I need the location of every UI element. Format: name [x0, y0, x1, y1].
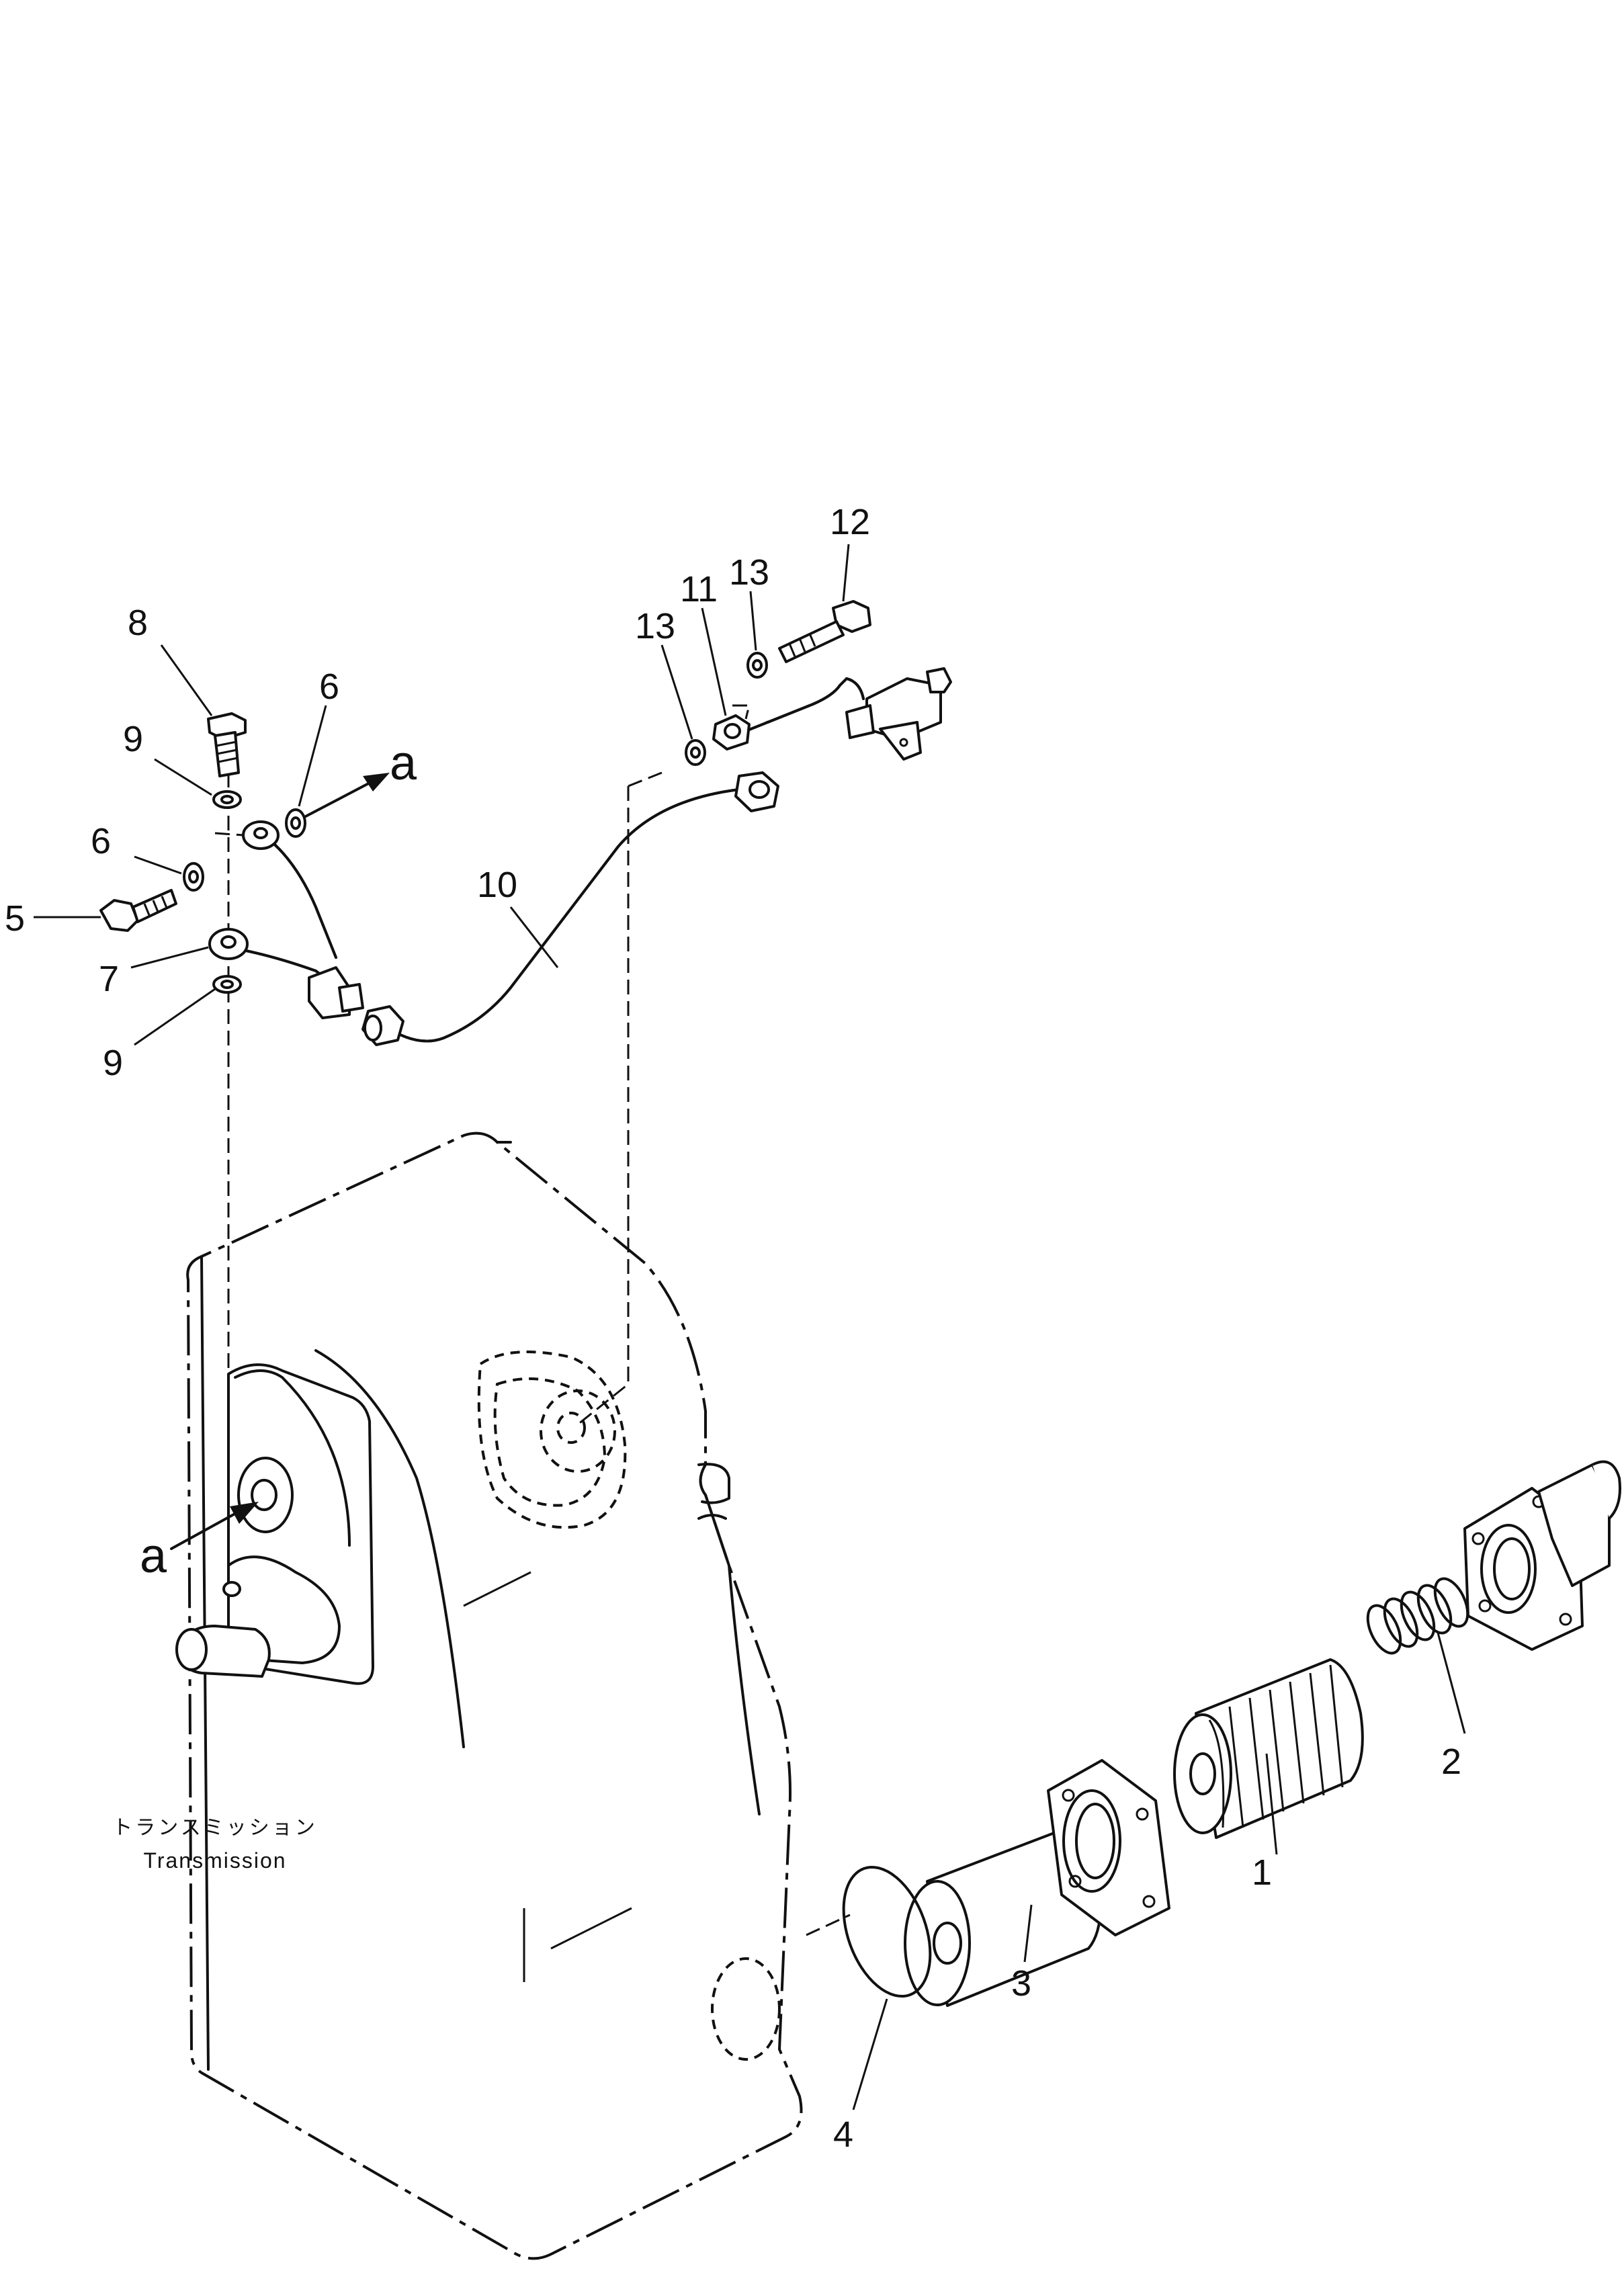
transmission-caption: トランスミッション Transmission [112, 1817, 317, 1873]
callout-1: 1 [1252, 1852, 1272, 1893]
hose-10 [361, 771, 779, 1046]
callout-3: 3 [1011, 1963, 1031, 2004]
callout-13-upper: 13 [729, 552, 769, 593]
callout-8: 8 [128, 603, 148, 643]
callout-11: 11 [680, 569, 718, 609]
callout-6-left: 6 [91, 821, 111, 861]
caption-japanese: トランスミッション [112, 1817, 317, 1839]
callout-12: 12 [830, 502, 870, 542]
callout-9-upper: 9 [123, 719, 143, 759]
callout-2: 2 [1441, 1742, 1461, 1782]
hardware [99, 600, 871, 994]
callout-6-right: 6 [319, 667, 339, 707]
callout-10: 10 [477, 865, 517, 905]
callouts: 1 2 3 4 5 6 6 7 8 9 9 10 11 12 13 13 a a [5, 502, 1461, 2155]
pipe-assembly [208, 820, 364, 1019]
arrow-label-a-top: a [390, 736, 417, 790]
pipe-11-and-valve [712, 667, 952, 761]
callout-13-lower: 13 [635, 606, 675, 646]
filter-assembly [842, 1460, 1621, 2007]
housing-cover-plate [175, 1363, 374, 1685]
alignment-lines [214, 704, 851, 1936]
callout-5: 5 [5, 898, 25, 939]
leader-lines [34, 544, 1466, 2110]
callout-4: 4 [833, 2114, 853, 2155]
reference-arrows [170, 773, 390, 1550]
transmission-housing [186, 1131, 803, 2260]
callout-7: 7 [99, 959, 119, 999]
callout-9-lower: 9 [103, 1043, 123, 1083]
caption-english: Transmission [143, 1848, 286, 1873]
arrow-label-a-bottom: a [140, 1529, 167, 1583]
